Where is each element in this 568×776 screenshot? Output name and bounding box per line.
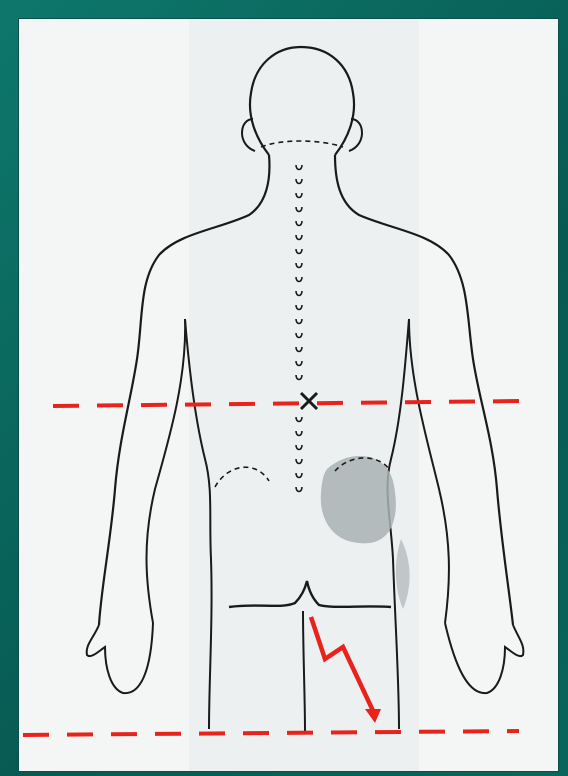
left-inner-arm (147, 319, 186, 623)
shaded-pain-area (321, 456, 396, 543)
left-hand (87, 623, 153, 693)
back-view-body-diagram (19, 19, 558, 771)
illustration-panel (19, 19, 558, 771)
right-hand (445, 623, 523, 693)
upper-reference-line (53, 401, 523, 406)
